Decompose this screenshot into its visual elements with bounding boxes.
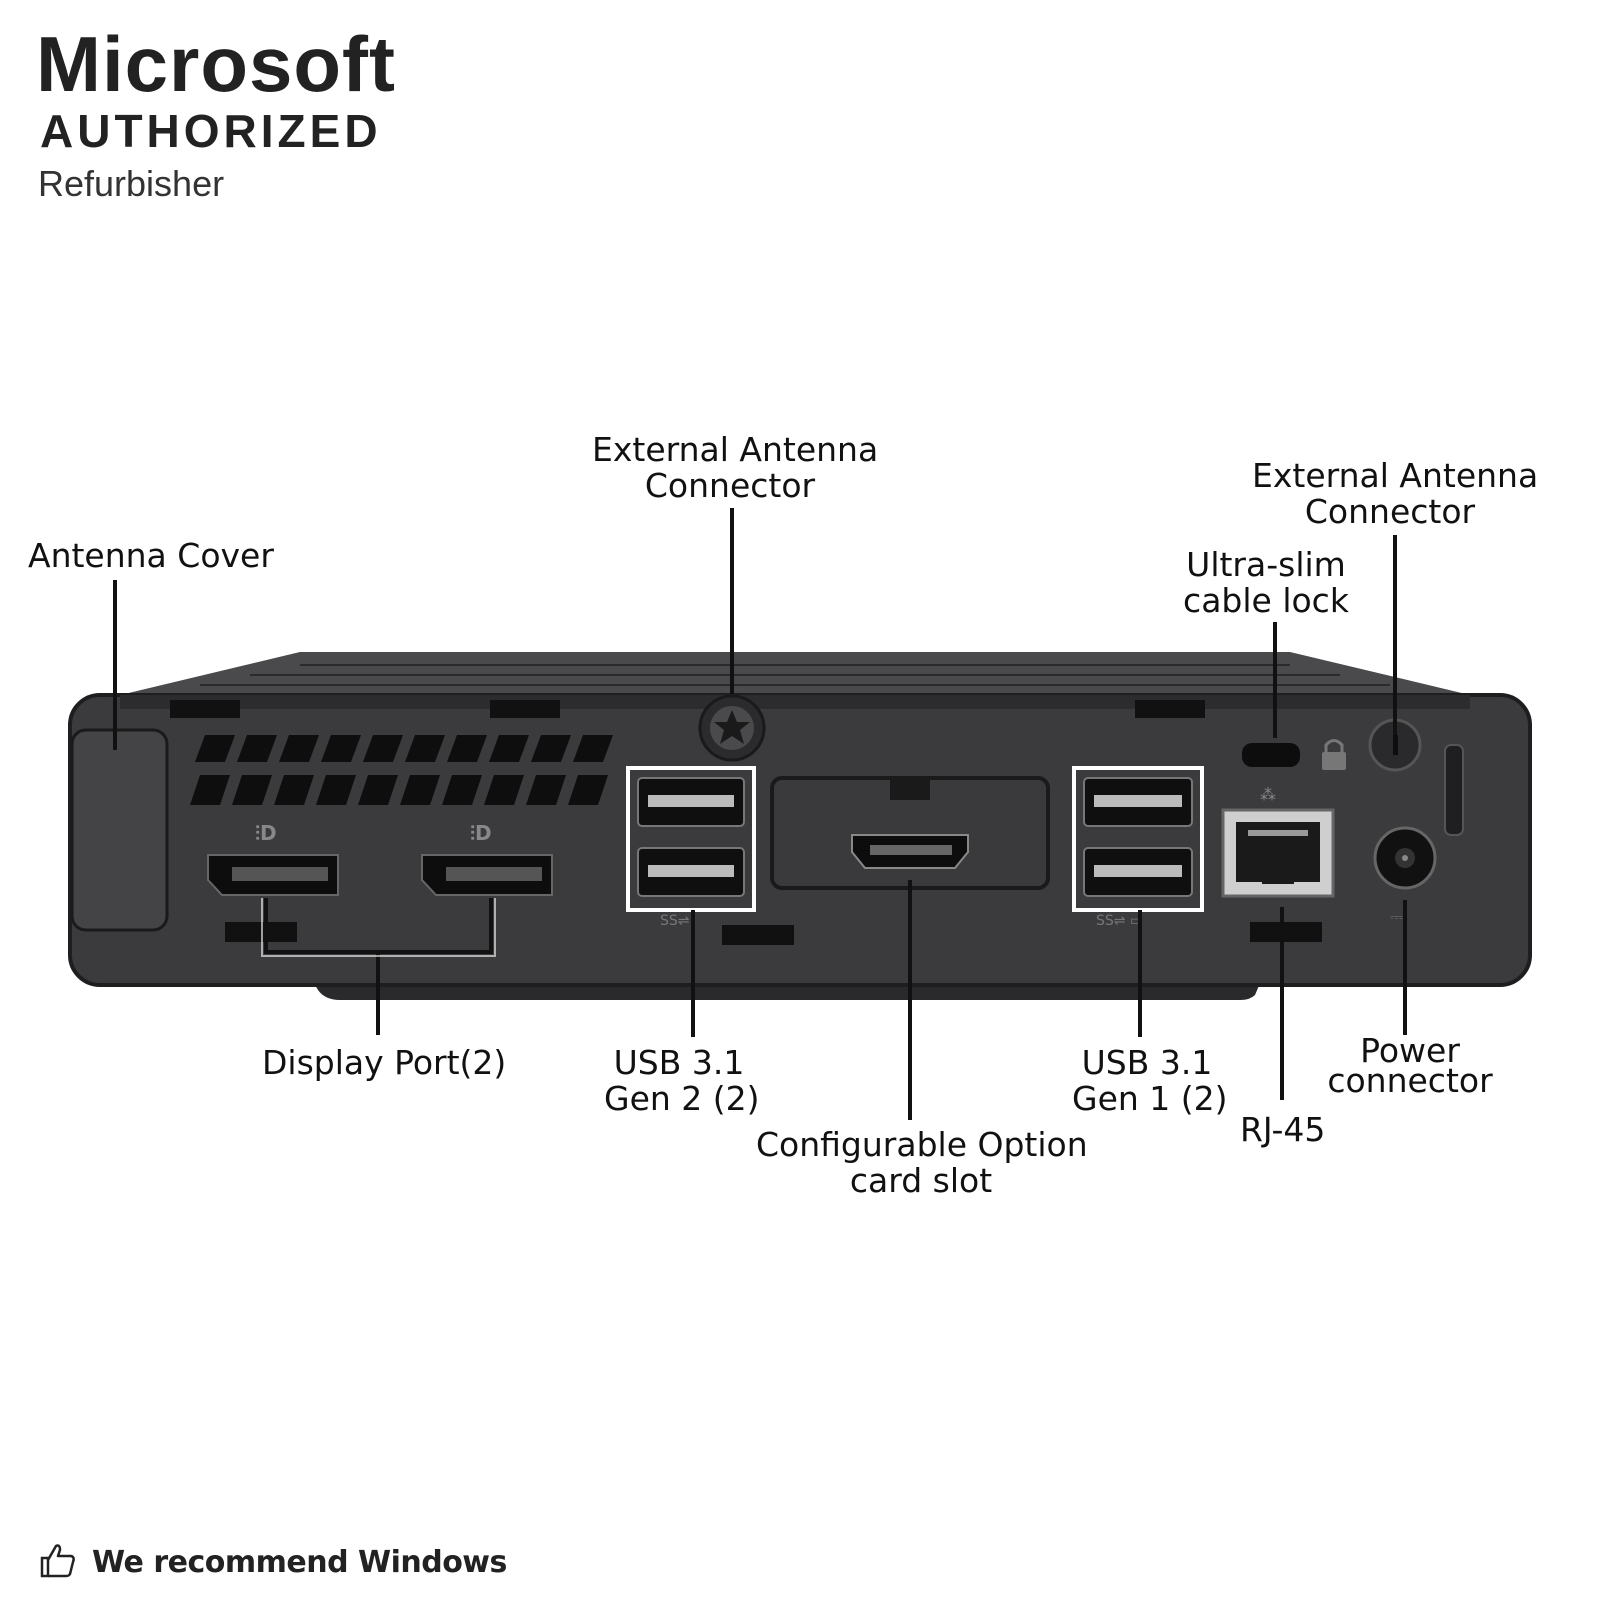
badge-refurbisher: Refurbisher — [38, 163, 225, 204]
label-line: Connector — [1304, 492, 1476, 531]
vent-grille — [190, 735, 613, 805]
antenna-cover — [70, 728, 169, 932]
badge-brand: Microsoft — [36, 20, 396, 108]
label-ext-antenna-center: External Antenna Connector — [592, 430, 879, 505]
thumbs-up-icon — [38, 1540, 78, 1584]
usb-gen2-port-top — [637, 777, 745, 827]
label-display-port: Display Port(2) — [262, 1045, 506, 1081]
rj45-port — [1221, 808, 1335, 898]
label-line: connector — [1327, 1061, 1493, 1100]
leader-display-port-highlight — [261, 898, 496, 957]
label-line: Gen 1 (2) — [1072, 1079, 1228, 1118]
power-connector-port — [1373, 826, 1437, 890]
usb-gen1-port-top — [1083, 777, 1193, 827]
label-cable-lock: Ultra-slim cable lock — [1180, 547, 1352, 619]
padlock-icon — [1322, 739, 1346, 770]
usb-gen2-port-bottom — [637, 847, 745, 897]
label-line: External Antenna — [592, 430, 879, 469]
footer-recommend-windows: We recommend Windows — [38, 1540, 507, 1584]
label-antenna-cover: Antenna Cover — [28, 538, 274, 574]
label-antenna-cover-text: Antenna Cover — [28, 536, 274, 575]
superspeed-logo-icon: SS⇌ — [660, 913, 690, 929]
label-ext-antenna-right: External Antenna Connector — [1252, 456, 1539, 531]
bottom-slot — [1250, 922, 1322, 942]
top-slot — [490, 700, 560, 718]
label-option-slot: Configurable Option card slot — [756, 1125, 1088, 1200]
label-line: Display Port(2) — [262, 1043, 507, 1082]
leader-lines — [113, 508, 1407, 1120]
label-usb-gen1: USB 3.1 Gen 1 (2) — [1072, 1043, 1228, 1118]
label-line: Power — [1360, 1031, 1460, 1070]
badge-authorized: AUTHORIZED — [40, 105, 382, 157]
label-line: Connector — [644, 466, 816, 505]
cable-lock-slot — [1242, 743, 1300, 767]
top-slot — [1135, 700, 1205, 718]
label-line: Configurable Option — [756, 1125, 1088, 1164]
label-line: Gen 2 (2) — [604, 1079, 760, 1118]
label-line: RJ-45 — [1240, 1110, 1326, 1149]
displayport-port-1 — [207, 854, 339, 896]
label-line: cable lock — [1183, 581, 1349, 620]
footer-text: We recommend Windows — [92, 1544, 507, 1580]
label-line: USB 3.1 — [613, 1043, 745, 1082]
label-power: Power connector — [1326, 1031, 1494, 1100]
superspeed-logo-icon: SS⇌ ▭ — [1096, 913, 1143, 929]
top-slot — [170, 700, 240, 718]
label-line: USB 3.1 — [1081, 1043, 1213, 1082]
label-usb-gen2: USB 3.1 Gen 2 (2) — [604, 1043, 760, 1118]
displayport-logo-icon: ⫶D — [255, 821, 277, 845]
microsoft-authorized-refurbisher-badge: Microsoft AUTHORIZED Refurbisher — [36, 22, 396, 212]
dc-power-icon: ⎓ — [1390, 907, 1403, 926]
displayport-port-2 — [421, 854, 553, 896]
side-clip — [1444, 744, 1464, 836]
usb-gen1-port-bottom — [1083, 847, 1193, 897]
chassis-lip — [120, 695, 1470, 709]
displayport-logo-icon: ⫶D — [470, 821, 492, 845]
label-line: card slot — [849, 1161, 993, 1200]
label-line: External Antenna — [1252, 456, 1539, 495]
label-rj45: RJ-45 — [1240, 1112, 1325, 1148]
chassis-top — [120, 652, 1470, 695]
antenna-screw-icon — [698, 694, 766, 762]
label-line: Ultra-slim — [1186, 545, 1346, 584]
option-card-slot — [770, 776, 1050, 890]
network-icon: ⁂ — [1260, 785, 1276, 804]
top-vent-texture — [200, 664, 1390, 686]
bottom-slot — [722, 925, 794, 945]
